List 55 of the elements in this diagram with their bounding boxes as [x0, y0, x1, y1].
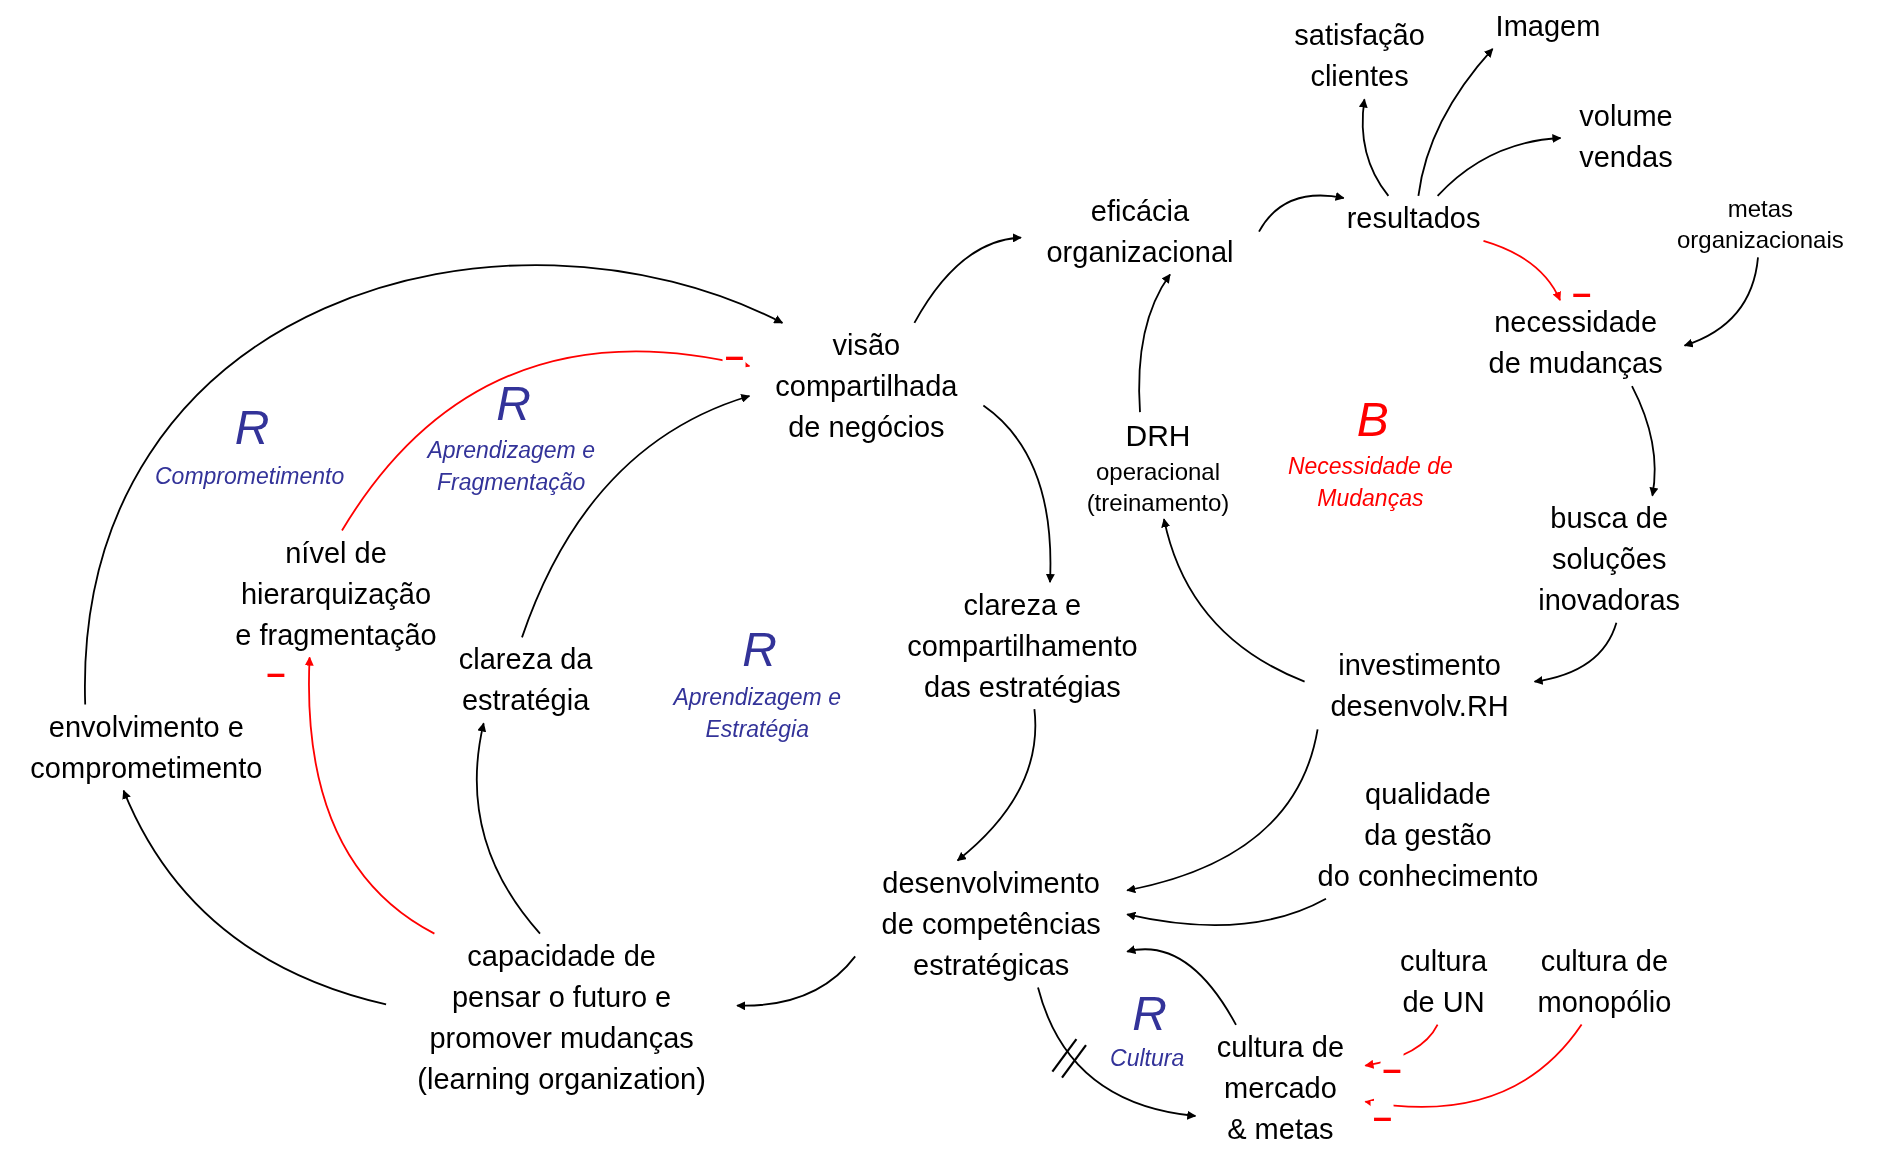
arrow	[1258, 192, 1345, 233]
variable-label: capacidade de pensar o futuro e promover mudanças (learning organization)	[389, 935, 735, 1100]
variable-label: envolvimento e comprometimento	[4, 706, 289, 789]
arrow	[736, 955, 857, 1011]
loop-type-letter: R	[234, 402, 270, 455]
arrow	[1161, 518, 1306, 683]
variable-label: eficácia organizacional	[1024, 190, 1256, 273]
variable-label: desenvolvimento de competências estratégicas	[858, 862, 1125, 986]
loop-type-letter: R	[742, 624, 777, 677]
variable-label: Imagem	[1495, 5, 1601, 47]
variable-label: visão compartilhada de negócios	[752, 324, 981, 448]
arrow	[1037, 986, 1197, 1120]
loop-type-letter: R	[1132, 988, 1167, 1040]
arrow	[1683, 256, 1759, 348]
arrow	[913, 233, 1022, 324]
loop-type-letter: R	[496, 378, 531, 431]
arrow	[1126, 945, 1237, 1026]
arrow	[1358, 98, 1390, 197]
variable-label: clareza da estratégia	[440, 639, 611, 722]
loop-name: Aprendizagem e Fragmentação	[425, 435, 596, 497]
loop-name: Cultura	[1109, 1044, 1186, 1074]
variable-label: cultura de UN	[1387, 940, 1500, 1023]
variable-label: cultura de monopólio	[1520, 940, 1689, 1023]
arrow	[1364, 1023, 1583, 1108]
loop-name: Aprendizagem e Estratégia	[671, 682, 842, 744]
loop-name: Comprometimento	[154, 462, 346, 492]
loop-name: Necessidade de Mudanças	[1286, 452, 1454, 514]
arrow	[1631, 385, 1659, 497]
arrow	[84, 264, 784, 706]
arrow	[1482, 240, 1561, 302]
arrow	[982, 404, 1055, 583]
loop-type-letter: B	[1356, 394, 1389, 446]
arrow	[1126, 897, 1327, 926]
arrow	[1417, 48, 1494, 197]
variable-label: DRH	[1124, 417, 1192, 454]
arrow	[521, 394, 751, 639]
arrow	[304, 656, 436, 935]
variable-label: investimento desenvolv.RH	[1307, 645, 1532, 728]
arrow	[956, 708, 1037, 862]
variable-label: satisfação clientes	[1274, 15, 1445, 98]
variable-label: resultados	[1346, 197, 1481, 239]
arrow	[341, 350, 751, 532]
arrow	[475, 722, 541, 935]
arrow	[1126, 728, 1319, 893]
variable-label: volume vendas	[1563, 95, 1689, 178]
variable-label: qualidade da gestão do conhecimento	[1316, 773, 1540, 897]
variable-label: operacional (treinamento)	[1085, 456, 1231, 518]
arrow	[1533, 621, 1618, 685]
variable-label: busca de soluções inovadoras	[1518, 497, 1701, 621]
variable-label: clareza e compartilhamento das estratégias	[881, 584, 1164, 708]
arrow	[122, 789, 387, 1006]
variable-label: metas organizacionais	[1650, 193, 1871, 256]
arrow	[1436, 134, 1562, 197]
variable-label: cultura de mercado & metas	[1198, 1026, 1363, 1150]
arrow	[1138, 273, 1171, 413]
